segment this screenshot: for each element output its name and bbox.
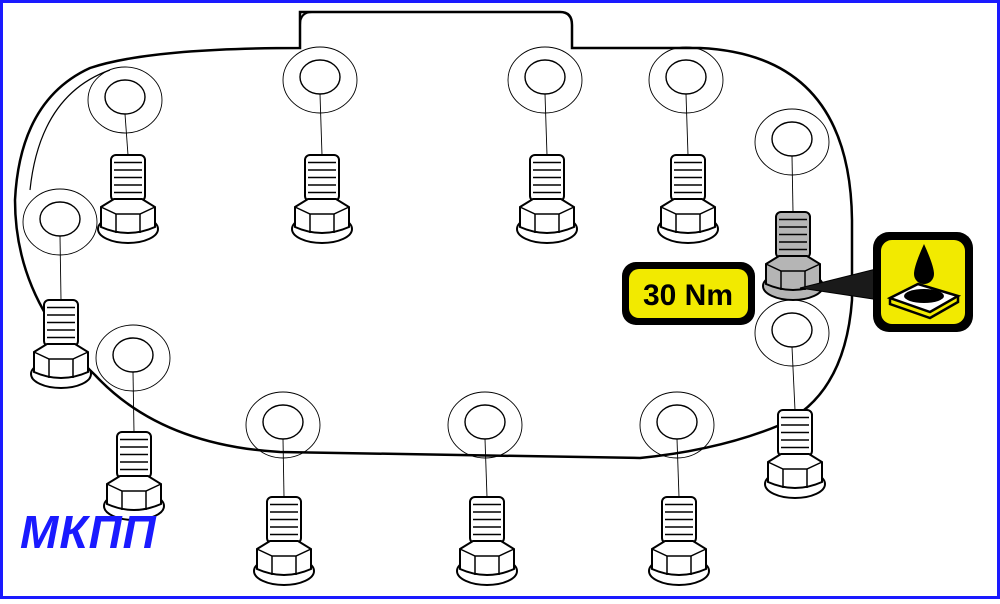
bolt-bottom-left-leader (132, 371, 135, 433)
bolt-bottom-2-hex-head (256, 540, 312, 576)
bolt-top-left-hex-head (100, 198, 156, 234)
bolt-bottom-3-washer (447, 391, 523, 459)
torque-badge: 30 Nm (622, 262, 755, 325)
bolt-top-2 (282, 46, 358, 244)
bolt-bottom-4-leader (676, 438, 680, 498)
bolt-top-4-leader (685, 93, 689, 156)
bolt-top-2-hex-head (294, 198, 350, 234)
bolt-left-hex-head (33, 343, 89, 379)
bolt-top-left (87, 66, 163, 244)
bolt-top-3 (507, 46, 583, 244)
bolt-left (22, 188, 98, 389)
bolt-bottom-2-leader (282, 438, 285, 498)
bolt-bottom-3-hex-head (459, 540, 515, 576)
cover-plate-flange-line (29, 69, 111, 191)
bolt-top-4-hex-head (660, 198, 716, 234)
bolt-bottom-4-washer (639, 391, 715, 459)
bolt-bottom-4 (639, 391, 715, 586)
bolt-top-2-washer (282, 46, 358, 114)
bolt-bottom-left (95, 324, 171, 521)
cover-plate-outline (13, 10, 854, 460)
bolt-bottom-2 (245, 391, 321, 586)
bolt-left-leader (59, 235, 62, 301)
torque-value: 30 Nm (643, 279, 733, 312)
bolt-top-4-washer (648, 46, 724, 114)
bolt-bottom-4-hex-head (651, 540, 707, 576)
bolt-right-upper-leader (791, 155, 794, 213)
bolt-right-lower-hex-head (767, 453, 823, 489)
bolt-right-lower-leader (791, 346, 796, 411)
torque-badge-fill (629, 269, 748, 318)
oil-drop-sealant-icon (873, 232, 973, 332)
bolt-right-upper-hex-head (765, 255, 821, 291)
bolt-right-upper (754, 108, 830, 301)
bolt-right-lower-washer (754, 299, 830, 367)
bolt-right-lower (754, 299, 830, 499)
bolt-top-3-hex-head (519, 198, 575, 234)
bolt-bottom-3-leader (484, 438, 488, 498)
bolt-top-3-leader (544, 93, 548, 156)
bolt-top-3-washer (507, 46, 583, 114)
bolt-bottom-3 (447, 391, 523, 586)
bolt-top-2-leader (319, 93, 323, 156)
bolt-top-left-leader (124, 113, 129, 156)
bolt-top-left-washer (87, 66, 163, 134)
cover-plate-inner-step (299, 11, 313, 48)
bolt-top-4 (648, 46, 724, 244)
bolt-bottom-left-hex-head (106, 475, 162, 511)
caption-label: МКПП (20, 506, 157, 558)
